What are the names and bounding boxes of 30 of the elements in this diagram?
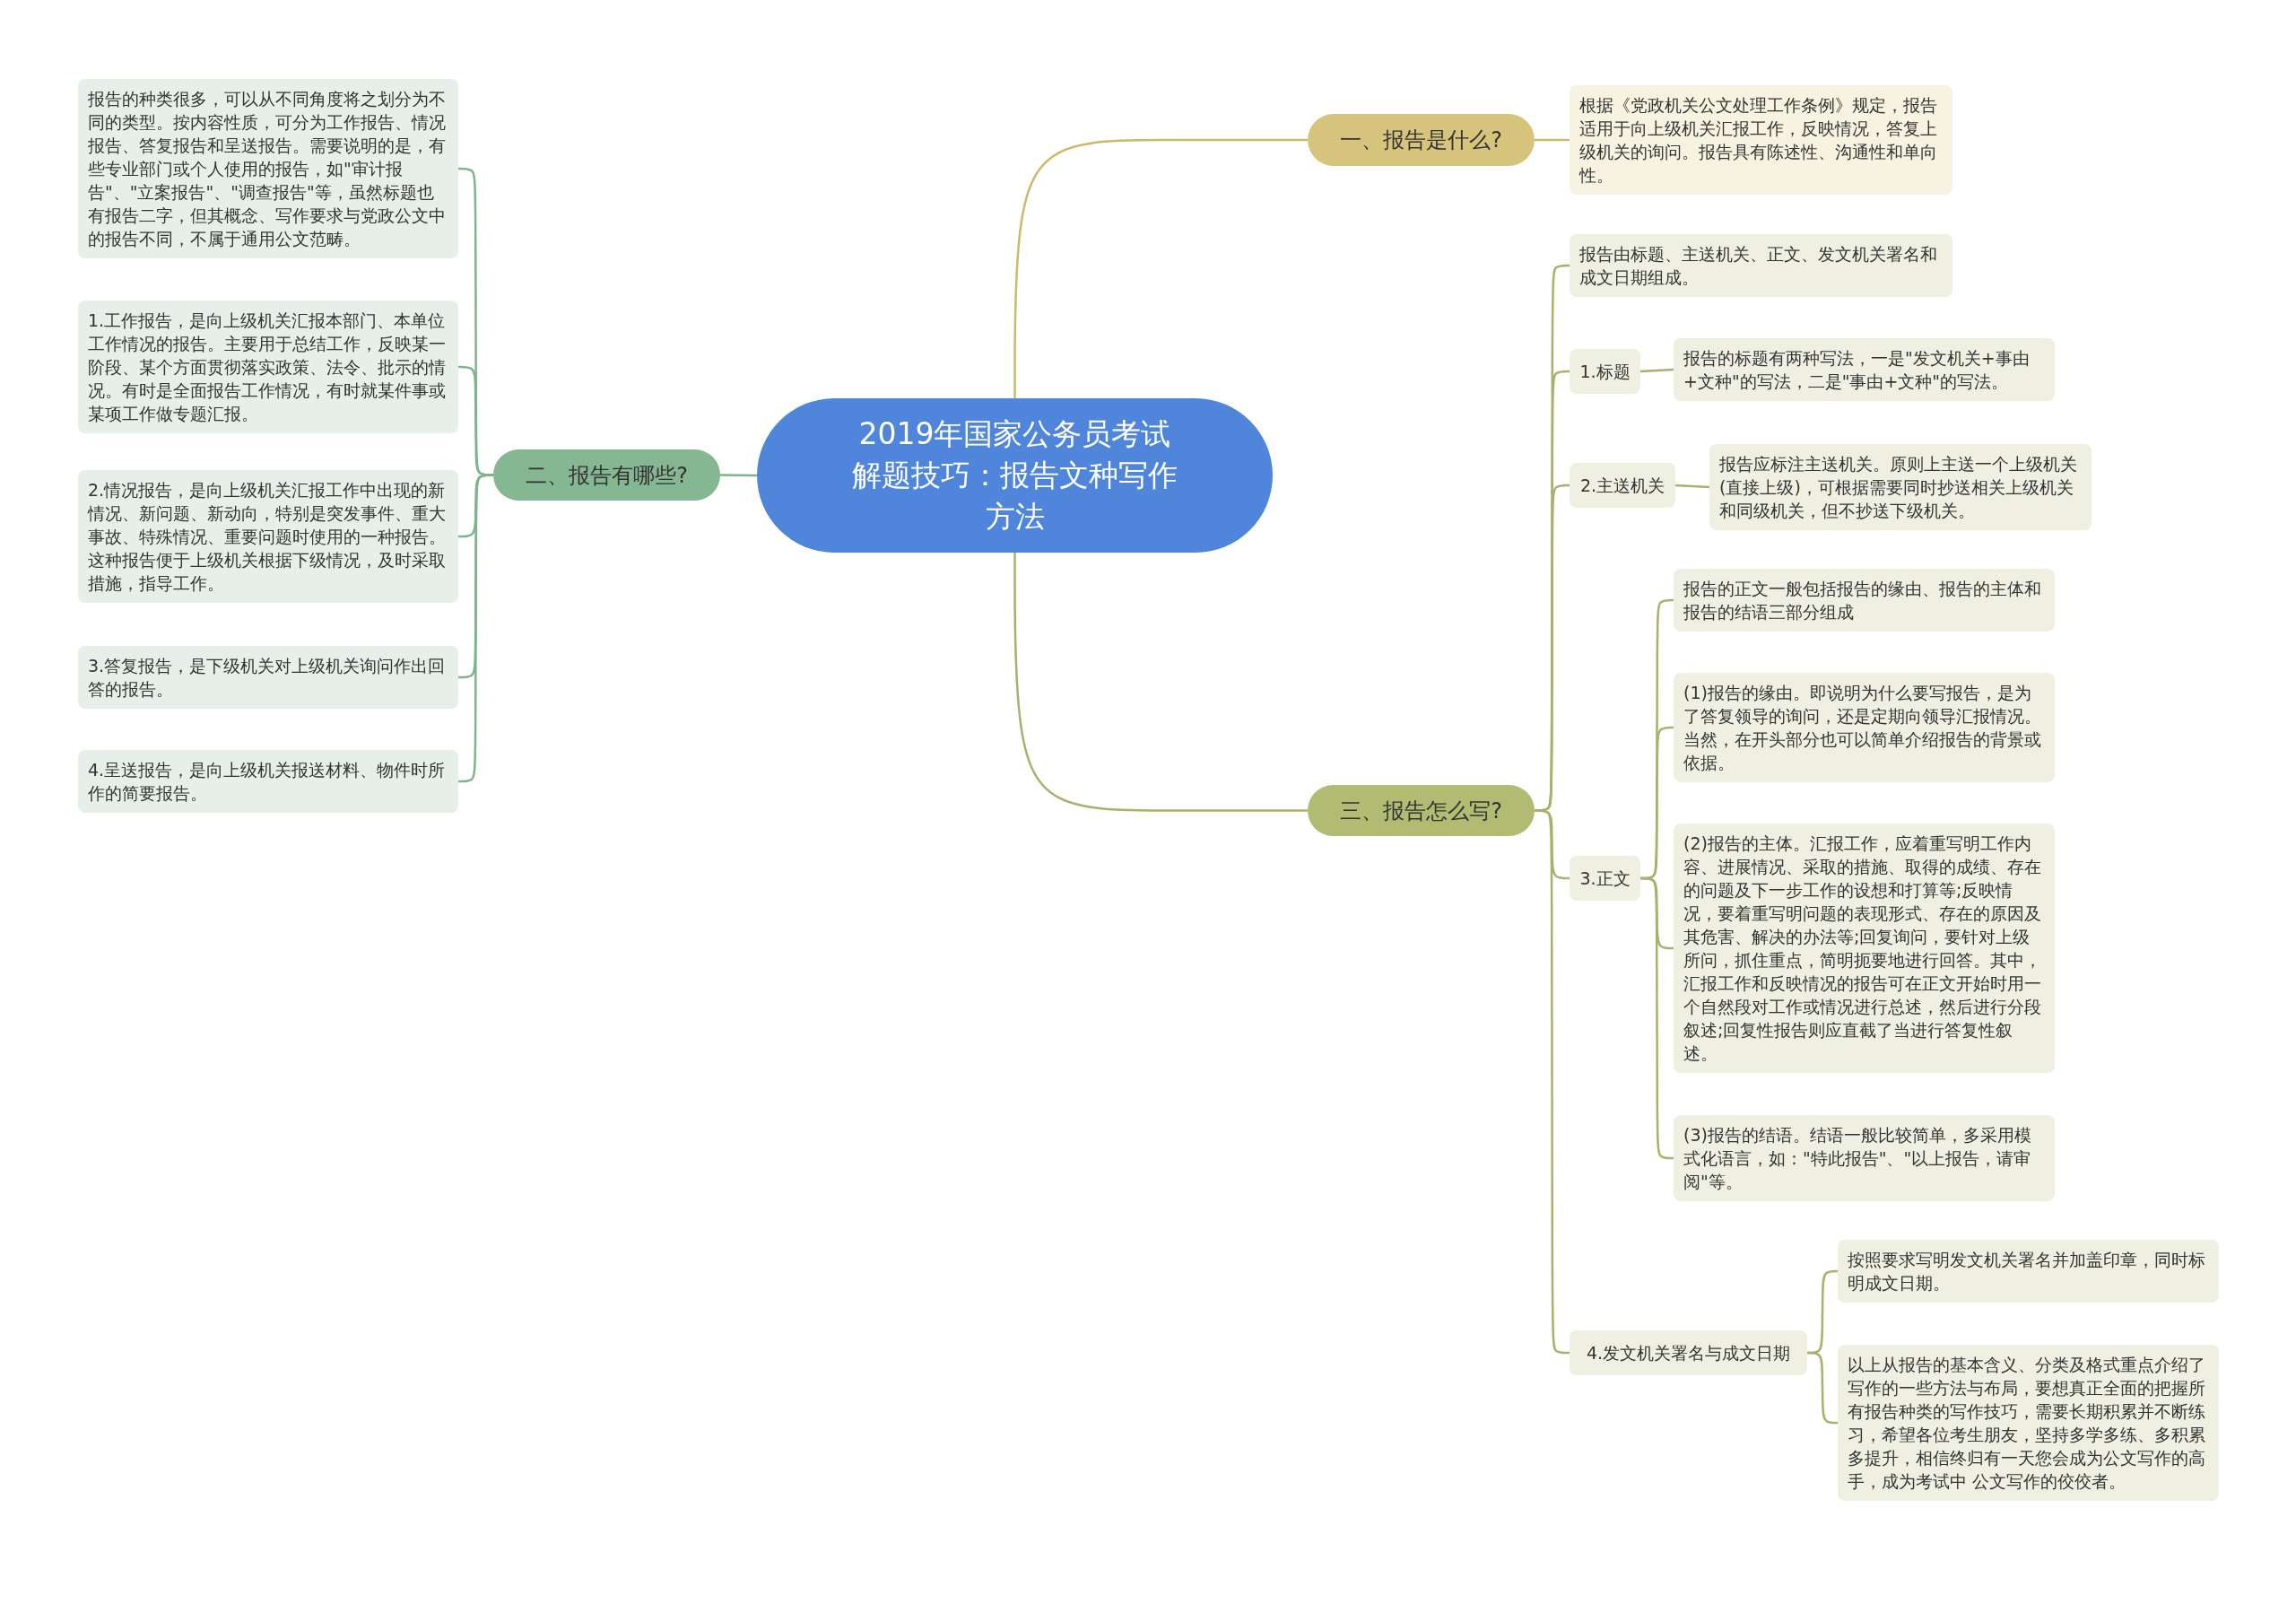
- branch-topic: 一、报告是什么?: [1308, 114, 1535, 166]
- note-card: 报告的标题有两种写法，一是"发文机关+事由+文种"的写法，二是"事由+文种"的写法。: [1674, 338, 2055, 401]
- connector-line: [1535, 138, 1570, 142]
- branch-topic: 三、报告怎么写?: [1308, 785, 1535, 836]
- connector-line: [720, 474, 757, 477]
- note-card: 2.情况报告，是向上级机关汇报工作中出现的新情况、新问题、新动向，特别是突发事件、重大事故、特殊情况、重要问题时使用的一种报告。这种报告便于上级机关根据下级情况，及时采取措施，指导工作。: [78, 470, 458, 603]
- note-card: 根据《党政机关公文处理工作条例》规定，报告适用于向上级机关汇报工作，反映情况，答复上级机关的询问。报告具有陈述性、沟通性和单向性。: [1570, 85, 1952, 195]
- subtopic-box: 3.正文: [1570, 856, 1640, 901]
- connector-line: [1639, 368, 1674, 373]
- branch-topic: 二、报告有哪些?: [493, 449, 720, 501]
- subtopic-box: 1.标题: [1570, 349, 1640, 394]
- note-card: 4.呈送报告，是向上级机关报送材料、物件时所作的简要报告。: [78, 750, 458, 813]
- subtopic-box: 2.主送机关: [1570, 463, 1675, 508]
- note-card: (1)报告的缘由。即说明为什么要写报告，是为了答复领导的询问，还是定期向领导汇报情况。当然，在开头部分也可以简单介绍报告的背景或依据。: [1674, 673, 2055, 782]
- central-topic: 2019年国家公务员考试解题技巧：报告文种写作方法: [757, 398, 1273, 553]
- note-card: (2)报告的主体。汇报工作，应着重写明工作内容、进展情况、采取的措施、取得的成绩、存在的问题及下一步工作的设想和打算等;反映情况，要着重写明问题的表现形式、存在的原因及其危害、解决的办法等;回复询问，要针对上级所问，抓住重点，简明扼要地进行回答。其中，汇报工作和反映情况的报告可在正文开始时用一个自然段对工作或情况进行总述，然后进行分段叙述;回复性报告则应直截了当进行答复性叙述。: [1674, 824, 2055, 1073]
- note-card: (3)报告的结语。结语一般比较简单，多采用模式化语言，如："特此报告"、"以上报告，请审阅"等。: [1674, 1115, 2055, 1201]
- note-card: 1.工作报告，是向上级机关汇报本部门、本单位工作情况的报告。主要用于总结工作，反映某一阶段、某个方面贯彻落实政策、法令、批示的情况。有时是全面报告工作情况，有时就某件事或某项工作做专题汇报。: [78, 301, 458, 433]
- note-card: 报告的种类很多，可以从不同角度将之划分为不同的类型。按内容性质，可分为工作报告、情况报告、答复报告和呈送报告。需要说明的是，有些专业部门或个人使用的报告，如"审计报告"、"立案报告"、"调查报告"等，虽然标题也有报告二字，但其概念、写作要求与党政公文中的报告不同，不属于通用公文范畴。: [78, 79, 458, 258]
- connector-line: [1013, 553, 1308, 812]
- connector-line: [1013, 138, 1308, 398]
- subtopic-box: 4.发文机关署名与成文日期: [1570, 1330, 1807, 1375]
- note-card: 报告的正文一般包括报告的缘由、报告的主体和报告的结语三部分组成: [1674, 569, 2055, 632]
- note-card: 报告应标注主送机关。原则上主送一个上级机关(直接上级)，可根据需要同时抄送相关上级机关和同级机关，但不抄送下级机关。: [1709, 444, 2092, 530]
- connector-line: [1807, 1351, 1838, 1425]
- note-card: 报告由标题、主送机关、正文、发文机关署名和成文日期组成。: [1570, 234, 1952, 297]
- note-card: 按照要求写明发文机关署名并加盖印章，同时标明成文日期。: [1838, 1240, 2219, 1303]
- note-card: 以上从报告的基本含义、分类及格式重点介绍了写作的一些方法与布局，要想真正全面的把握所有报告种类的写作技巧，需要长期积累并不断练习，希望各位考生朋友，坚持多学多练、多积累多提升，相信终归有一天您会成为公文写作的高手，成为考试中 公文写作的佼佼者。: [1838, 1345, 2219, 1501]
- connector-line: [1674, 484, 1710, 489]
- note-card: 3.答复报告，是下级机关对上级机关询问作出回答的报告。: [78, 646, 458, 709]
